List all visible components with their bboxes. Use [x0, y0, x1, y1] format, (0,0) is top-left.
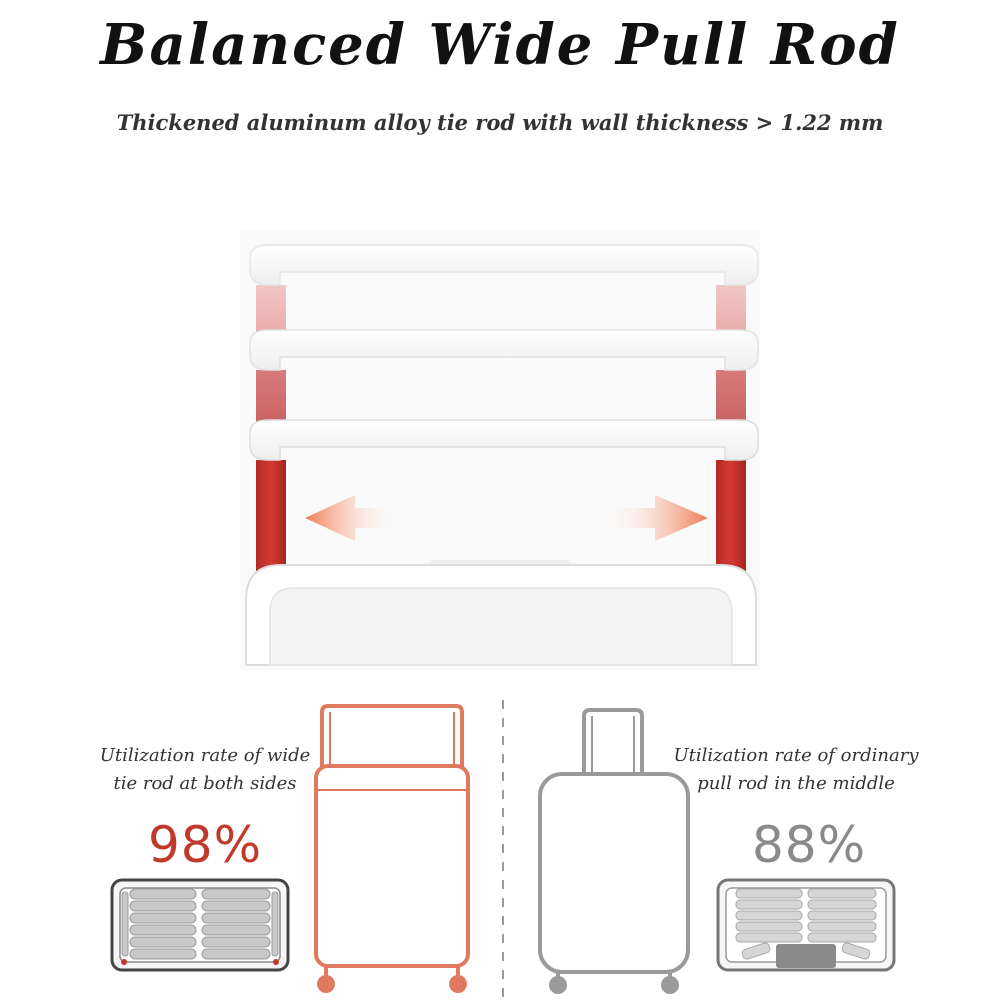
right-rod: [716, 285, 746, 580]
ordinary-caption-line1: Utilization rate of ordinary: [673, 745, 919, 766]
page-title: Balanced Wide Pull Rod: [100, 12, 900, 78]
arrow-right-icon: [600, 495, 708, 541]
left-rod: [256, 285, 286, 580]
handle-position-middle: [249, 329, 759, 371]
ordinary-utilization-percent: 88%: [752, 816, 867, 874]
ordinary-rod-caption: Utilization rate of ordinary pull rod in…: [656, 742, 936, 798]
arrow-left-icon: [305, 495, 400, 541]
wide-caption-line1: Utilization rate of wide: [99, 745, 311, 766]
suitcase-top: [245, 560, 757, 666]
page-subtitle: Thickened aluminum alloy tie rod with wa…: [116, 110, 884, 135]
wide-caption-line2: tie rod at both sides: [113, 773, 297, 794]
wide-interior-diagram: [110, 878, 290, 972]
wide-utilization-percent: 98%: [148, 816, 263, 874]
wide-rod-suitcase: [314, 704, 470, 993]
ordinary-caption-line2: pull rod in the middle: [697, 773, 895, 794]
handle-position-bottom: [249, 419, 759, 461]
handle-position-top: [249, 244, 759, 286]
ordinary-rod-suitcase: [538, 708, 690, 994]
wide-rod-caption: Utilization rate of wide tie rod at both…: [70, 742, 340, 798]
ordinary-interior-diagram: [716, 878, 896, 972]
